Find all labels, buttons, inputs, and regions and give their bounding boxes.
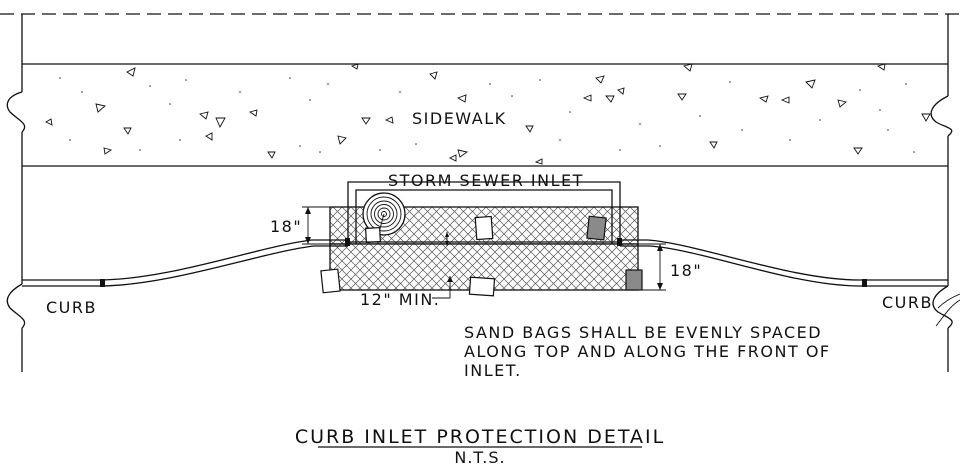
concrete-stipple xyxy=(59,77,915,153)
curb-right-label: CURB xyxy=(882,293,933,312)
curb-left-label: CURB xyxy=(46,298,97,317)
sand-bag xyxy=(468,276,496,297)
min-gap-arrow xyxy=(447,276,453,282)
sidewalk-label: SIDEWALK xyxy=(412,109,507,128)
concrete-texture xyxy=(45,63,931,165)
curb-right-break xyxy=(935,299,960,327)
fabric-roll-icon xyxy=(362,192,406,237)
note-line-1: SAND BAGS SHALL BE EVENLY SPACED xyxy=(464,323,822,342)
min-gap-leader xyxy=(432,276,451,299)
sand-bag xyxy=(474,215,494,241)
sand-bag xyxy=(586,215,607,241)
curb-right-leader xyxy=(937,293,960,309)
sand-bag xyxy=(625,269,643,291)
sand-bag xyxy=(365,227,381,243)
dim-front-label: 18" xyxy=(670,261,702,280)
inlet-walls-overlay xyxy=(347,207,621,244)
dimension-front xyxy=(638,243,666,291)
dim-top-label: 18" xyxy=(270,217,302,236)
min-gap-label: 12" MIN. xyxy=(360,290,440,309)
note-line-2: ALONG TOP AND ALONG THE FRONT OF xyxy=(464,342,831,361)
note-block: SAND BAGS SHALL BE EVENLY SPACED ALONG T… xyxy=(464,323,831,380)
right-break-line xyxy=(930,14,953,372)
note-line-3: INLET. xyxy=(464,361,522,380)
inlet-label: STORM SEWER INLET xyxy=(388,171,584,190)
dimension-top xyxy=(302,206,330,245)
sand-bag xyxy=(320,268,341,294)
scale-note: N.T.S. xyxy=(454,448,505,466)
dimension-inner xyxy=(445,232,449,246)
left-break-line xyxy=(6,14,26,372)
curb-line xyxy=(22,239,948,287)
detail-title: CURB INLET PROTECTION DETAIL xyxy=(295,426,665,448)
curb-joints xyxy=(100,238,867,287)
